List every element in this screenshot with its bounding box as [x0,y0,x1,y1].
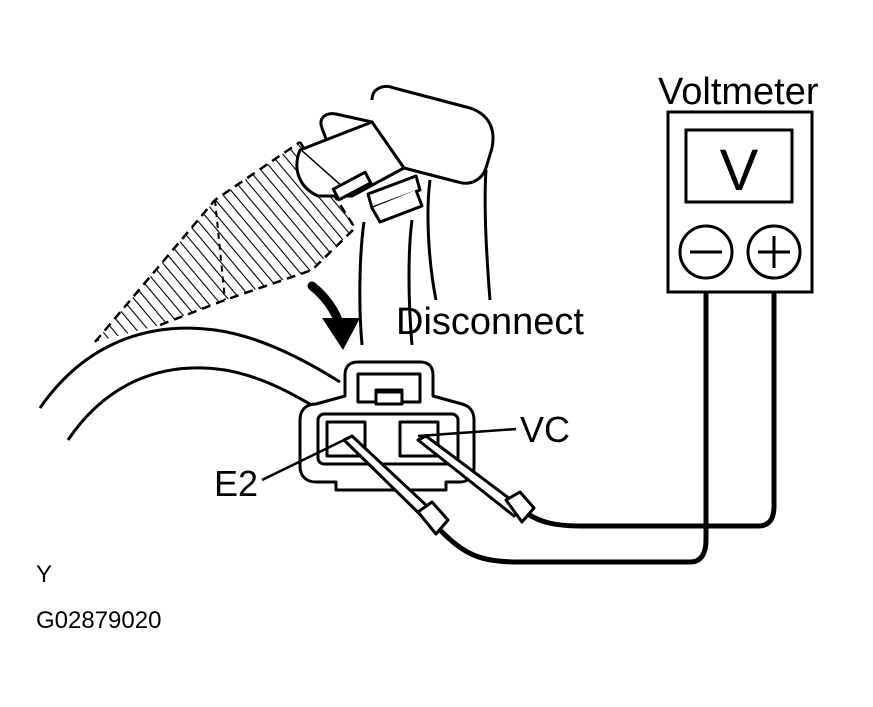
leader-lines [261,427,517,482]
sensor-housing [295,85,495,224]
test-leads [438,278,777,565]
view-marker: Y [36,561,52,588]
voltmeter-label: Voltmeter [658,71,819,113]
vc-terminal-label: VC [520,409,570,450]
disconnect-label: Disconnect [396,301,584,343]
probe-e2 [342,434,450,536]
e2-terminal-label: E2 [214,463,258,504]
voltmeter-symbol: V [720,138,759,203]
voltmeter-display [684,128,794,204]
figure-code: G02879020 [36,607,161,634]
sensor-connector [298,360,476,492]
vacuum-tubes [358,169,492,346]
hose [38,326,341,441]
disconnect-arrow [307,281,360,350]
probe-vc [416,434,536,524]
voltmeter [666,110,814,294]
